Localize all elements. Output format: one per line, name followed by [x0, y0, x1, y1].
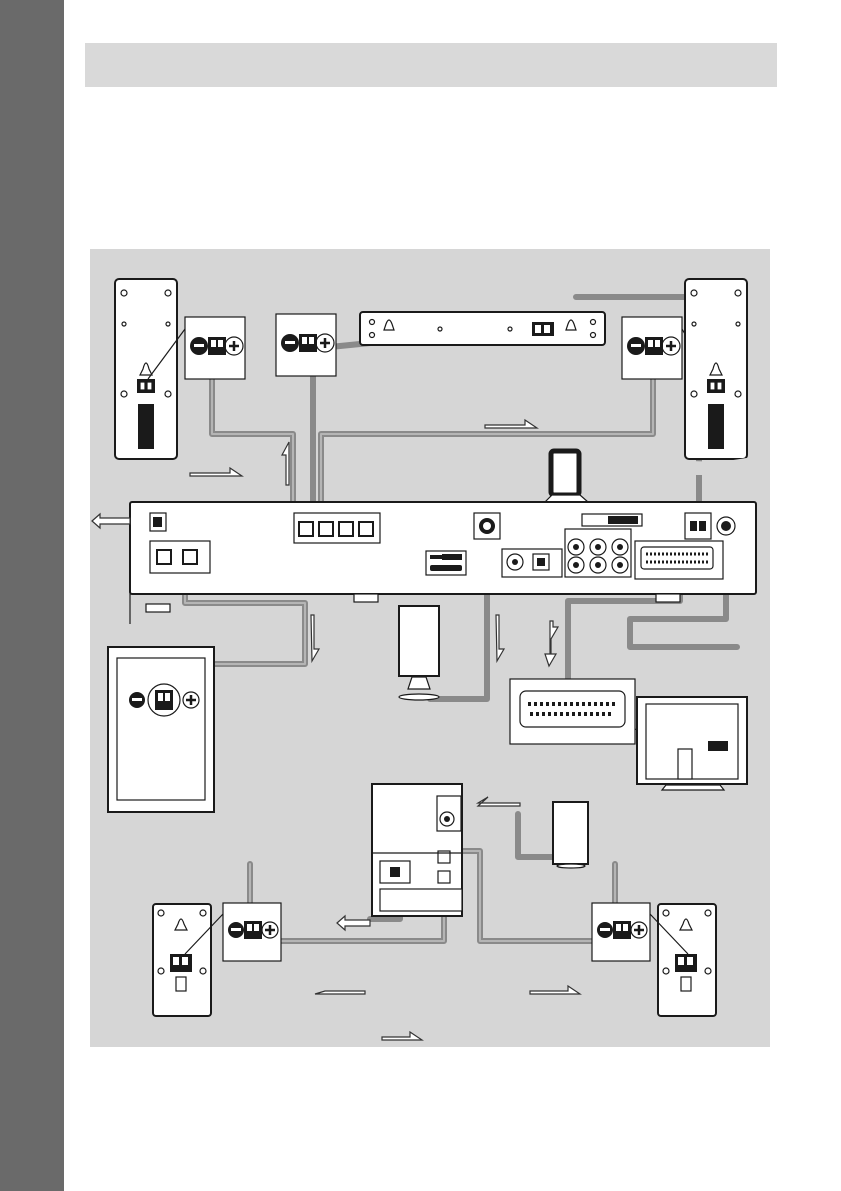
side-tab: [0, 0, 64, 1191]
main-unit: [130, 502, 756, 612]
wireless-receiver: [553, 802, 588, 868]
ac-plug-bottom: [337, 916, 370, 930]
center-speaker: [360, 312, 605, 345]
surround-amplifier: [372, 784, 462, 916]
wireless-transmitter: [399, 606, 439, 700]
surround-left-speaker: [153, 904, 211, 1016]
section-title-bar: [85, 43, 777, 87]
diagram-canvas: [90, 249, 770, 1047]
connection-diagram: [90, 249, 770, 1047]
subwoofer: [108, 647, 214, 812]
am-loop-antenna: [545, 451, 588, 502]
center-terminal-callout: [276, 314, 336, 376]
ac-plug-left: [92, 514, 130, 624]
surround-right-speaker: [658, 904, 716, 1016]
tv: [637, 697, 747, 790]
